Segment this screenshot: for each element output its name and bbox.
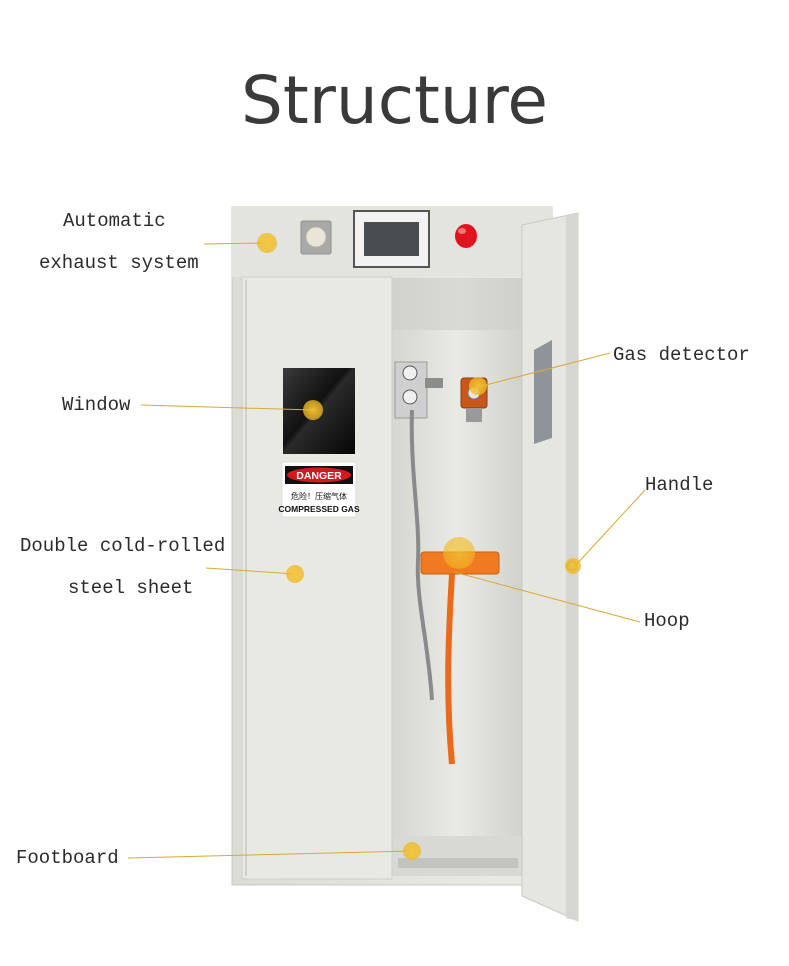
label-automatic: Automatic — [63, 210, 166, 232]
hoop-strap — [445, 573, 455, 765]
label-double-cold-rolled: Double cold-rolled — [20, 535, 226, 557]
label-handle: Handle — [645, 474, 714, 496]
leader-sheet — [205, 567, 296, 575]
right-door-window — [534, 340, 552, 444]
leader-lines — [127, 242, 646, 859]
marker-sheet-dot — [286, 565, 304, 583]
marker-handle-dot — [565, 558, 581, 574]
alarm-light-icon — [455, 224, 477, 248]
leader-footboard — [127, 850, 413, 859]
leader-handle — [574, 489, 646, 567]
danger-text: DANGER — [296, 470, 342, 482]
pressure-gauge-icon — [402, 365, 418, 381]
label-steel-sheet: steel sheet — [68, 577, 194, 599]
footboard-plate — [398, 858, 518, 868]
danger-chinese-text: 危险！压缩气体 — [291, 491, 347, 501]
marker-dots — [257, 233, 581, 860]
label-exhaust-system: exhaust system — [39, 252, 199, 274]
marker-footboard-dot — [403, 842, 421, 860]
regulator-valve — [425, 378, 443, 388]
marker-hoop-dot — [443, 537, 475, 569]
leader-exhaust — [203, 242, 267, 245]
label-window: Window — [62, 394, 131, 416]
marker-gas-detector-dot — [469, 377, 487, 395]
alarm-light-highlight — [458, 228, 466, 234]
leader-window — [140, 404, 314, 411]
gas-detector-mount — [466, 408, 482, 422]
danger-compressed-gas-text: COMPRESSED GAS — [278, 504, 360, 514]
label-footboard: Footboard — [16, 847, 119, 869]
leader-hoop — [453, 571, 641, 623]
gas-hose — [409, 409, 434, 701]
leader-gas-detector — [481, 352, 611, 387]
marker-exhaust-dot — [257, 233, 277, 253]
left-door — [241, 276, 393, 880]
pressure-gauge-icon-2 — [402, 389, 418, 405]
display-screen — [364, 222, 419, 256]
marker-window-dot — [303, 400, 323, 420]
label-gas-detector: Gas detector — [613, 344, 750, 366]
interior-top-shelf — [392, 278, 522, 330]
page-title: Structure — [240, 62, 549, 139]
danger-oval — [287, 467, 351, 483]
exhaust-knob-icon — [305, 226, 327, 248]
label-hoop: Hoop — [644, 610, 690, 632]
